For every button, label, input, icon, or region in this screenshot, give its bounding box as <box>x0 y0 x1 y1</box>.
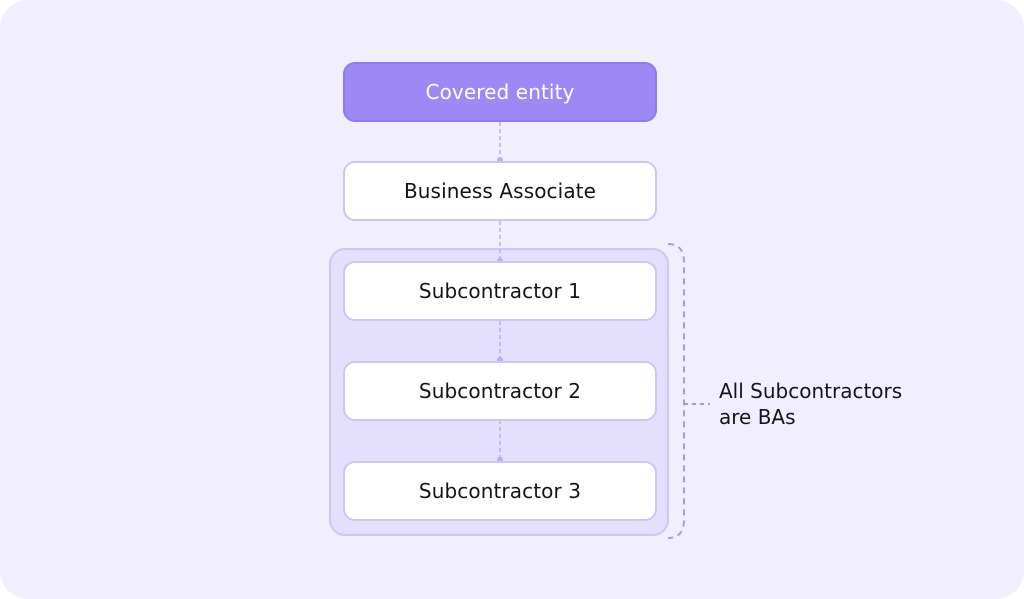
business-associate-label: Business Associate <box>403 179 597 203</box>
subcontractor-1-label: Subcontractor 1 <box>418 279 582 303</box>
subcontractor-2-node: Subcontractor 2 <box>343 361 657 421</box>
business-associate-node: Business Associate <box>343 161 657 221</box>
subcontractor-1-node: Subcontractor 1 <box>343 261 657 321</box>
subcontractor-2-label: Subcontractor 2 <box>418 379 582 403</box>
group-annotation: All Subcontractors are BAs <box>719 378 949 430</box>
group-bracket <box>667 243 685 539</box>
annotation-line-2: are BAs <box>719 405 796 429</box>
subcontractor-3-node: Subcontractor 3 <box>343 461 657 521</box>
covered-entity-label: Covered entity <box>425 80 575 104</box>
covered-entity-node: Covered entity <box>343 62 657 122</box>
subcontractor-3-label: Subcontractor 3 <box>418 479 582 503</box>
annotation-line-1: All Subcontractors <box>719 379 903 403</box>
